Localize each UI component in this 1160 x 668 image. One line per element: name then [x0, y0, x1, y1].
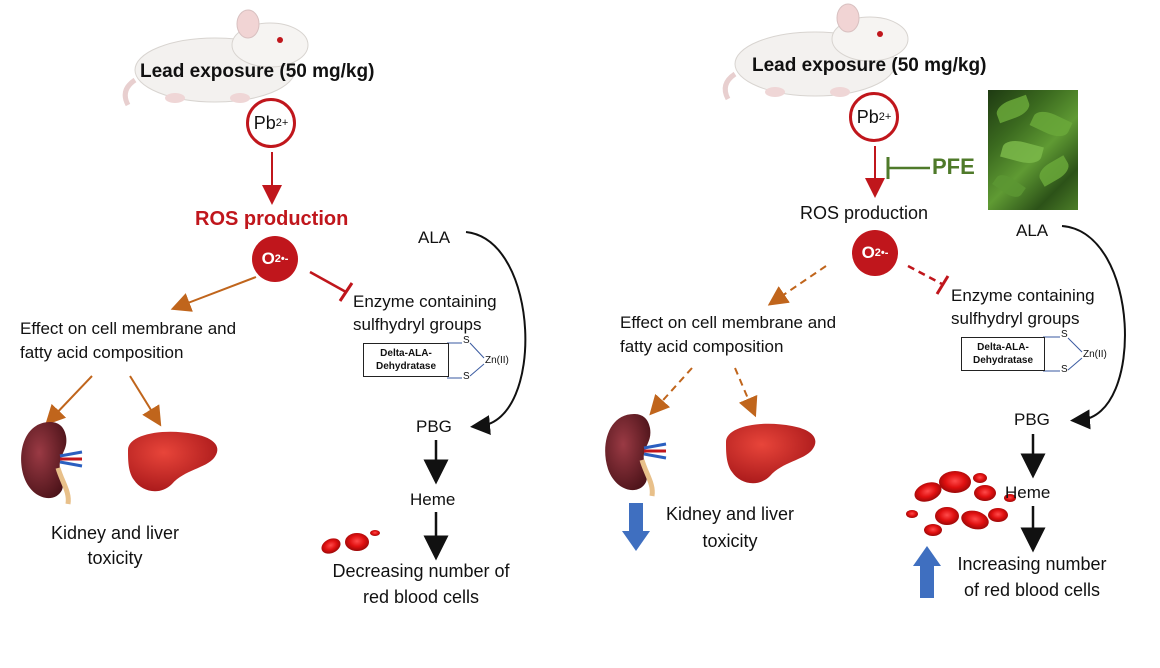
membrane-line2: fatty acid composition	[20, 343, 184, 362]
rbc-line1: Increasing number	[957, 554, 1107, 574]
delta-ala-dehydratase-box: Delta-ALA- Dehydratase	[961, 337, 1045, 371]
o2-sup: •-	[280, 253, 289, 265]
membrane-line1: Effect on cell membrane and	[620, 313, 837, 332]
increase-arrow-icon	[913, 546, 941, 598]
rat-icon	[722, 3, 909, 101]
toxicity-line2: toxicity	[87, 548, 143, 568]
red-blood-cell-icon	[321, 530, 380, 554]
exposure-label: Lead exposure (50 mg/kg)	[140, 61, 375, 82]
sulfur-bottom: S	[1061, 364, 1068, 375]
enzyme-line1: Enzyme containing	[353, 292, 497, 311]
red-blood-cell-icon	[906, 471, 1016, 536]
toxicity-line1: Kidney and liver	[665, 504, 795, 524]
ala-label: ALA	[418, 228, 451, 247]
pfe-label: PFE	[932, 154, 975, 179]
enzyme-box-line1: Delta-ALA-	[977, 342, 1029, 353]
pb-symbol: Pb	[253, 112, 276, 133]
enzyme-line1: Enzyme containing	[951, 286, 1095, 305]
kidney-icon	[21, 422, 83, 505]
o2-sub: 2	[274, 253, 281, 265]
rbc-line2: red blood cells	[362, 587, 480, 607]
sulfur-bottom: S	[463, 371, 470, 382]
enzyme-box-line2: Dehydratase	[972, 355, 1034, 366]
o2-sub: 2	[874, 247, 881, 259]
enzyme-line2: sulfhydryl groups	[353, 315, 482, 334]
enzyme-line2: sulfhydryl groups	[951, 309, 1080, 328]
heme-label: Heme	[1005, 483, 1051, 502]
ros-label: ROS production	[195, 208, 349, 230]
pb-symbol: Pb	[856, 106, 879, 127]
ros-label: ROS production	[800, 203, 929, 223]
toxicity-line2: toxicity	[702, 531, 758, 551]
exposure-label: Lead exposure (50 mg/kg)	[752, 55, 987, 76]
sulfur-top: S	[463, 335, 470, 346]
kidney-icon	[605, 414, 667, 497]
o2-symbol: O	[861, 243, 875, 262]
liver-icon	[128, 431, 218, 492]
zinc-label: Zn(II)	[1083, 349, 1107, 360]
liver-icon	[726, 423, 816, 484]
toxicity-line1: Kidney and liver	[50, 523, 180, 543]
heme-label: Heme	[410, 490, 456, 509]
ala-label: ALA	[1016, 221, 1049, 240]
rbc-line1: Decreasing number of	[332, 561, 510, 581]
enzyme-box-line2: Dehydratase	[375, 361, 437, 372]
zinc-label: Zn(II)	[485, 355, 509, 366]
pbg-label: PBG	[1014, 410, 1050, 429]
pbg-label: PBG	[416, 417, 452, 436]
membrane-line2: fatty acid composition	[620, 337, 784, 356]
o2-sup: •-	[880, 247, 889, 259]
sulfur-top: S	[1061, 329, 1068, 340]
membrane-line1: Effect on cell membrane and	[20, 319, 237, 338]
rbc-line2: of red blood cells	[963, 580, 1101, 600]
delta-ala-dehydratase-box: Delta-ALA- Dehydratase	[363, 343, 449, 377]
o2-symbol: O	[261, 249, 275, 268]
decrease-arrow-icon	[622, 503, 650, 551]
pb-charge: 2+	[275, 117, 289, 129]
rat-icon	[122, 9, 309, 107]
enzyme-box-line1: Delta-ALA-	[380, 348, 432, 359]
pb-charge: 2+	[878, 111, 892, 123]
plant-photo	[988, 90, 1078, 210]
